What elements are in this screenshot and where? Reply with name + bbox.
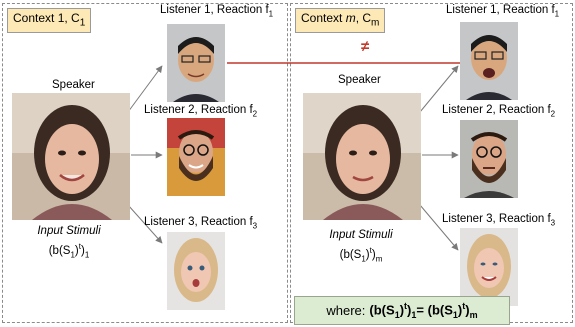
equality-formula: (b(S1)t)1= (b(S1)t)m [369, 301, 478, 320]
not-equal-symbol: ≠ [361, 38, 370, 55]
input-stimuli-right: Input Stimuli (b(S1)t)m [329, 229, 393, 264]
context-1-panel: Context 1, C1 [2, 3, 288, 323]
listener-1-photo-right [460, 22, 518, 100]
speaker-label-right: Speaker [338, 74, 381, 86]
blonde-woman-face-icon [167, 232, 225, 310]
listener-3-label-left: Listener 3, Reaction f3 [144, 216, 258, 231]
listener-1-label-left: Listener 1, Reaction f1 [160, 4, 274, 19]
listener-1-label-right: Listener 1, Reaction f1 [446, 4, 560, 19]
speaker-photo-left [12, 93, 130, 220]
man-face-icon [167, 24, 225, 102]
bearded-man-face-icon [460, 120, 518, 198]
listener-3-photo-right [460, 228, 518, 306]
listener-2-photo-left [167, 118, 225, 196]
bearded-man-face-icon [167, 118, 225, 196]
listener-2-label-right: Listener 2, Reaction f2 [442, 104, 556, 119]
listener-3-photo-left [167, 232, 225, 310]
context-1-label: Context 1, C1 [7, 8, 92, 34]
listener-2-label-left: Listener 2, Reaction f2 [144, 104, 258, 119]
smiling-blonde-woman-face-icon [460, 228, 518, 306]
listener-2-photo-right [460, 120, 518, 198]
equality-note: where: (b(S1)t)1= (b(S1)t)m [294, 296, 510, 325]
surprised-man-face-icon [460, 22, 518, 100]
listener-1-photo-left [167, 24, 225, 102]
context-m-label: Context m, Cm [295, 8, 386, 34]
listener-3-label-right: Listener 3, Reaction f3 [442, 213, 556, 228]
input-stimuli-left: Input Stimuli (b(S1)t)1 [37, 225, 101, 260]
woman-face-icon [303, 93, 421, 220]
speaker-photo-right [303, 93, 421, 220]
where-prefix: where: [326, 303, 366, 318]
woman-face-icon [12, 93, 130, 220]
speaker-label-left: Speaker [52, 79, 95, 91]
